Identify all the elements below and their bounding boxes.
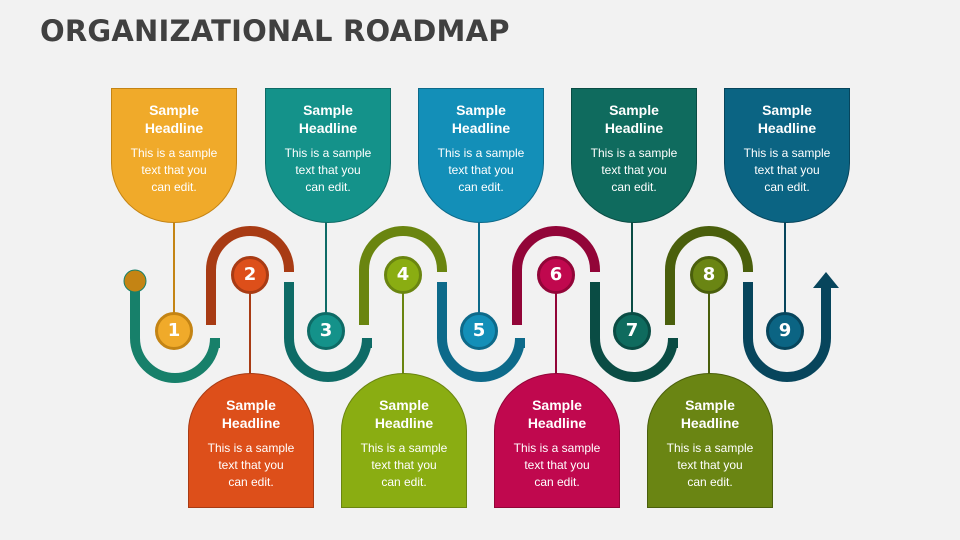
path-segment-7: [590, 282, 678, 382]
step-number-2: 2: [231, 256, 269, 294]
step-number-3: 3: [307, 312, 345, 350]
path-segment-6: [512, 226, 600, 325]
path-segment-5: [437, 282, 525, 382]
connector-4: [402, 292, 404, 374]
step-number-5: 5: [460, 312, 498, 350]
step-number-1: 1: [155, 312, 193, 350]
connector-2: [249, 292, 251, 374]
connector-9: [784, 222, 786, 314]
connector-7: [631, 222, 633, 314]
step-number-4: 4: [384, 256, 422, 294]
connector-1: [173, 222, 175, 314]
path-segment-1: [130, 283, 220, 383]
path-segment-8: [665, 226, 753, 325]
connector-8: [708, 292, 710, 374]
path-segment-9: [743, 282, 831, 382]
path-segment-2: [206, 226, 294, 325]
connector-3: [325, 222, 327, 314]
step-number-6: 6: [537, 256, 575, 294]
arrow-head-icon: [813, 272, 839, 288]
path-segment-3: [284, 282, 372, 382]
step-number-8: 8: [690, 256, 728, 294]
step-number-9: 9: [766, 312, 804, 350]
connector-6: [555, 292, 557, 374]
connector-5: [478, 222, 480, 314]
page-title: ORGANIZATIONAL ROADMAP: [40, 14, 510, 48]
start-dot-icon: [123, 269, 147, 293]
path-segment-4: [359, 226, 447, 325]
step-number-7: 7: [613, 312, 651, 350]
